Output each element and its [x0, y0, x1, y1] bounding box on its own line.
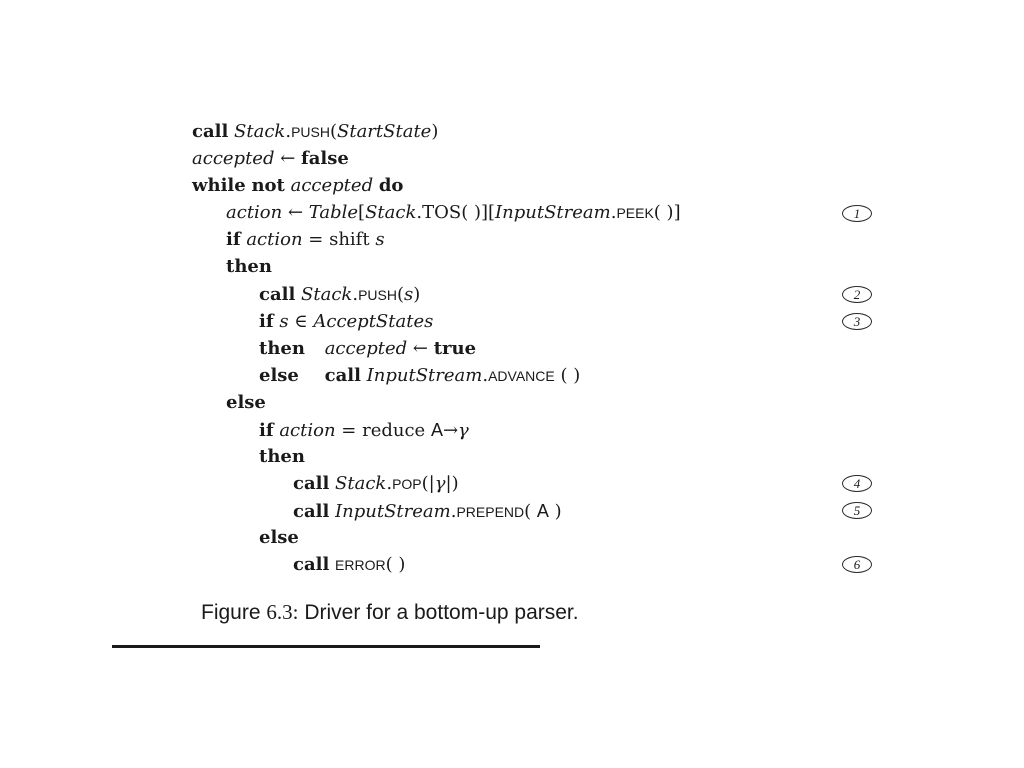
symbol-gamma: γ — [458, 420, 469, 441]
identifier-stack: Stack — [301, 284, 353, 305]
keyword-else: else — [226, 392, 266, 413]
line-marker-5: 5 — [842, 502, 872, 519]
keyword-false: false — [301, 148, 349, 169]
keyword-do: do — [378, 175, 404, 196]
code-line-10: else call InputStream.ADVANCE ( ) — [259, 365, 581, 386]
identifier-action: action — [246, 229, 303, 250]
identifier-input-stream: InputStream — [495, 202, 611, 223]
code-line-12: if action = reduce A→γ — [259, 420, 469, 441]
keyword-call: call — [259, 284, 296, 305]
keyword-call: call — [293, 473, 330, 494]
keyword-then: then — [259, 446, 305, 467]
symbol-gamma: γ — [434, 473, 446, 494]
method-advance: ADVANCE — [488, 368, 555, 384]
identifier-action: action — [226, 202, 283, 223]
method-tos: TOS — [422, 202, 462, 223]
code-line-16: else — [259, 527, 299, 549]
keyword-while: while — [192, 175, 246, 196]
identifier-accepted: accepted — [324, 338, 408, 359]
identifier-action: action — [279, 420, 336, 441]
horizontal-rule — [112, 645, 540, 648]
code-line-9: then accepted ← true — [259, 338, 477, 359]
code-line-1: call Stack.PUSH(StartState) — [192, 121, 439, 142]
code-line-4: action ← Table[Stack.TOS( )][InputStream… — [226, 202, 681, 223]
method-push: PUSH — [291, 124, 330, 140]
caption-text: Driver for a bottom-up parser. — [304, 601, 579, 624]
caption-number: 6.3: — [266, 600, 299, 624]
keyword-else: else — [259, 365, 299, 386]
line-marker-6: 6 — [842, 556, 872, 573]
method-pop: POP — [392, 476, 422, 492]
keyword-call: call — [293, 501, 330, 522]
identifier-stack: Stack — [365, 202, 417, 223]
identifier-s: s — [404, 284, 414, 305]
keyword-then: then — [259, 338, 305, 359]
keyword-call: call — [293, 554, 330, 575]
line-marker-2: 2 — [842, 286, 872, 303]
keyword-then: then — [226, 256, 272, 277]
code-line-14: call Stack.POP(|γ|) — [293, 473, 459, 494]
method-prepend: PREPEND — [456, 504, 525, 520]
identifier-accepted: accepted — [192, 148, 275, 169]
method-push: PUSH — [358, 287, 397, 303]
keyword-call: call — [324, 365, 361, 386]
identifier-accepted: accepted — [290, 175, 374, 196]
identifier-s: s — [375, 229, 385, 250]
identifier-start-state: StartState — [337, 121, 432, 142]
line-marker-1: 1 — [842, 205, 872, 222]
keyword-if: if — [226, 229, 241, 250]
identifier-stack: Stack — [335, 473, 387, 494]
identifier-table: Table — [308, 202, 359, 223]
figure-caption: Figure 6.3: Driver for a bottom-up parse… — [201, 600, 579, 625]
method-peek: PEEK — [616, 205, 654, 221]
code-line-17: call ERROR( ) — [293, 554, 406, 575]
keyword-if: if — [259, 420, 274, 441]
identifier-input-stream: InputStream — [335, 501, 451, 522]
code-line-15: call InputStream.PREPEND( A ) — [293, 501, 562, 522]
identifier-stack: Stack — [234, 121, 286, 142]
keyword-call: call — [192, 121, 229, 142]
identifier-s: s — [279, 311, 289, 332]
nonterminal-a: A — [430, 420, 443, 440]
caption-prefix: Figure — [201, 601, 261, 624]
code-line-3: while not accepted do — [192, 175, 403, 197]
keyword-not: not — [251, 175, 285, 196]
code-line-6: then — [226, 256, 272, 278]
code-line-7: call Stack.PUSH(s) — [259, 284, 421, 305]
code-line-8: if s ∈ AcceptStates — [259, 311, 434, 332]
nonterminal-a: A — [536, 501, 549, 521]
line-marker-3: 3 — [842, 313, 872, 330]
code-line-13: then — [259, 446, 305, 468]
keyword-if: if — [259, 311, 274, 332]
keyword-true: true — [433, 338, 477, 359]
keyword-else: else — [259, 527, 299, 548]
code-line-11: else — [226, 392, 266, 414]
code-line-5: if action = shift s — [226, 229, 385, 250]
word-shift: shift — [329, 229, 370, 250]
identifier-accept-states: AcceptStates — [313, 311, 434, 332]
method-error: ERROR — [335, 557, 386, 573]
code-line-2: accepted ← false — [192, 148, 349, 169]
line-marker-4: 4 — [842, 475, 872, 492]
identifier-input-stream: InputStream — [366, 365, 483, 386]
word-reduce: reduce — [362, 420, 426, 441]
